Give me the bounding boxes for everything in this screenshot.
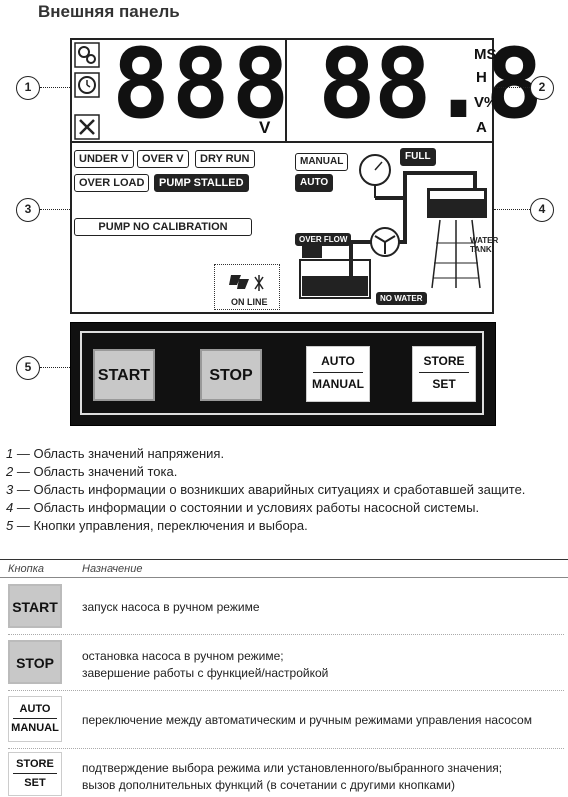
table-header-rule: [0, 577, 568, 578]
store-label: STORE: [423, 354, 465, 368]
legend-num: 4: [6, 500, 14, 515]
unit-h: H: [476, 69, 487, 86]
row-desc: вызов дополнительных функций (в сочетани…: [82, 778, 455, 792]
legend-num: 2: [6, 464, 14, 479]
row-desc: остановка насоса в ручном режиме;: [82, 649, 284, 663]
table-store-set-button: STORE SET: [8, 752, 62, 796]
store-set-button[interactable]: STORE SET: [412, 346, 476, 402]
unit-a: A: [476, 119, 487, 136]
button-divider: [13, 718, 57, 719]
set-label: SET: [24, 777, 46, 789]
online-indicator: ON LINE: [214, 264, 280, 310]
pump-system-diagram: [299, 154, 487, 299]
mode-auto: AUTO: [295, 174, 334, 192]
page-title: Внешняя панель: [38, 2, 180, 21]
row-desc: запуск насоса в ручном режиме: [82, 600, 260, 614]
col-header-purpose: Назначение: [82, 563, 143, 575]
network-icon: [229, 275, 264, 291]
lcd-divider: [70, 141, 494, 143]
callout-leader: [40, 87, 70, 88]
callout-5: 5: [16, 356, 40, 380]
legend-text: — Область информации о состоянии и услов…: [13, 500, 480, 515]
no-water-indicator: NO WATER: [376, 292, 427, 305]
legend-text: — Кнопки управления, переключения и выбо…: [13, 518, 308, 533]
voltage-digits: 888: [112, 28, 292, 140]
col-header-button: Кнопка: [8, 563, 45, 575]
manual-label: MANUAL: [312, 377, 364, 391]
legend-item: 5 — Кнопки управления, переключения и вы…: [6, 518, 308, 533]
callout-3: 3: [16, 198, 40, 222]
pump-no-calibration: PUMP NO CALIBRATION: [74, 218, 252, 236]
unit-ms: MS: [474, 46, 497, 63]
store-label: STORE: [16, 758, 54, 770]
unit-v-percent: V%: [474, 94, 498, 111]
control-panel-frame: [80, 331, 484, 415]
table-auto-manual-button: AUTO MANUAL: [8, 696, 62, 742]
legend-num: 3: [6, 482, 14, 497]
callout-leader: [40, 209, 70, 210]
table-stop-button: STOP: [8, 640, 62, 684]
lcd-display: [70, 38, 494, 314]
legend-text: — Область значений напряжения.: [13, 446, 225, 461]
row-desc: завершение работы с функцией/настройкой: [82, 666, 329, 680]
mode-manual: MANUAL: [295, 153, 349, 171]
online-label: ON LINE: [231, 297, 268, 307]
callout-2: 2: [530, 76, 554, 100]
legend-text: — Область значений тока.: [13, 464, 178, 479]
stop-button[interactable]: STOP: [200, 349, 262, 401]
auto-label: AUTO: [19, 703, 51, 715]
water-tank-label: WATER TANK: [470, 236, 499, 254]
legend-item: 1 — Область значений напряжения.: [6, 446, 224, 461]
legend-item: 3 — Область информации о возникших авари…: [6, 482, 525, 497]
row-separator: [8, 690, 564, 691]
clock-icon: [74, 72, 100, 98]
gears-icon: [74, 42, 100, 68]
alarm-pump-stalled: PUMP STALLED: [154, 174, 249, 192]
callout-leader: [494, 87, 530, 88]
row-desc: подтверждение выбора режима или установл…: [82, 761, 503, 775]
row-separator: [8, 748, 564, 749]
legend-item: 2 — Область значений тока.: [6, 464, 177, 479]
voltage-unit: V: [259, 118, 271, 137]
tools-icon: [74, 114, 100, 140]
auto-label: AUTO: [321, 354, 355, 368]
lcd-divider: [285, 38, 287, 142]
alarm-over-load: OVER LOAD: [74, 174, 150, 192]
alarm-over-v: OVER V: [137, 150, 189, 168]
start-button[interactable]: START: [93, 349, 155, 401]
alarm-dry-run: DRY RUN: [195, 150, 255, 168]
legend-num: 5: [6, 518, 14, 533]
row-desc: переключение между автоматическим и ручн…: [82, 713, 532, 727]
table-top-rule: [0, 559, 568, 560]
callout-4: 4: [530, 198, 554, 222]
legend-num: 1: [6, 446, 14, 461]
set-label: SET: [432, 377, 456, 391]
overflow-indicator: OVER FLOW: [295, 233, 352, 246]
legend-item: 4 — Область информации о состоянии и усл…: [6, 500, 479, 515]
auto-manual-button[interactable]: AUTO MANUAL: [306, 346, 370, 402]
full-indicator: FULL: [400, 148, 436, 166]
row-separator: [8, 634, 564, 635]
button-divider: [13, 773, 57, 774]
current-digits: 88.8: [318, 28, 543, 140]
callout-1: 1: [16, 76, 40, 100]
legend-text: — Область информации о возникших аварийн…: [13, 482, 526, 497]
table-start-button: START: [8, 584, 62, 628]
manual-label: MANUAL: [11, 722, 59, 734]
callout-leader: [494, 209, 530, 210]
alarm-under-v: UNDER V: [74, 150, 134, 168]
button-divider: [313, 372, 363, 373]
callout-leader: [40, 367, 70, 368]
button-divider: [419, 372, 469, 373]
